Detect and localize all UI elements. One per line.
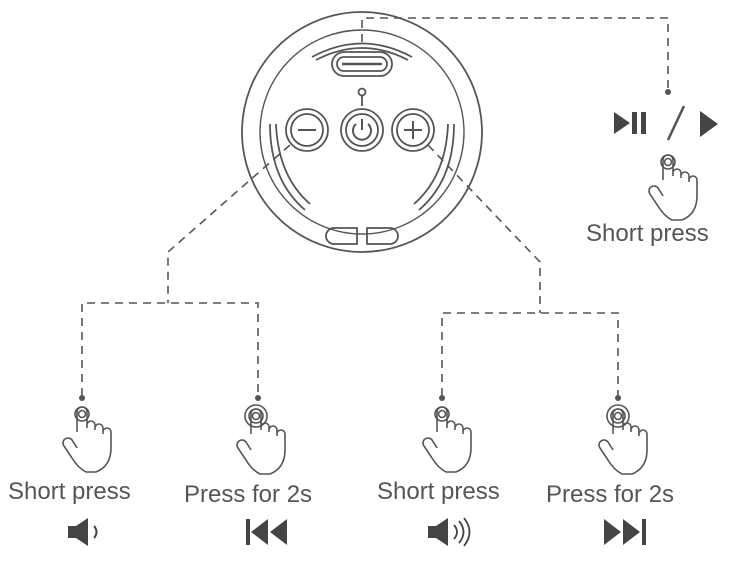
play-bar-icon: [331, 51, 393, 106]
top-short-press-label: Short press: [586, 220, 709, 247]
connector-right: [427, 144, 619, 396]
device-outer-ring: [241, 11, 483, 253]
right-band: [413, 123, 455, 211]
vol-up-short-press-label: Short press: [377, 478, 500, 505]
plus-button-icon: [391, 108, 435, 152]
hold-hand-icon-previous: [236, 404, 286, 475]
next-press-2s-label: Press for 2s: [546, 481, 675, 508]
previous-press-2s-label: Press for 2s: [184, 481, 313, 508]
connector-top: [361, 17, 669, 92]
hold-hand-icon-next: [598, 404, 648, 475]
volume-up-icon: [428, 517, 471, 547]
speaker-device: [241, 11, 483, 253]
previous-track-icon: [246, 519, 287, 545]
tap-hand-icon-vol-up: [422, 406, 472, 473]
vol-down-short-press-label: Short press: [8, 478, 131, 505]
bottom-pads: [325, 227, 399, 245]
connector-lines: [81, 17, 669, 396]
tap-hand-icon-top: [648, 154, 698, 221]
power-button-icon: [340, 108, 384, 152]
top-arc-band: [311, 42, 413, 61]
connector-dots: [79, 89, 671, 401]
tap-hand-icon-vol-down: [62, 406, 112, 473]
next-track-icon: [604, 519, 646, 545]
device-inner-ring: [259, 29, 465, 235]
left-band: [269, 123, 311, 211]
volume-down-icon: [68, 518, 98, 546]
minus-button-icon: [285, 108, 329, 152]
play-pause-icon: [614, 105, 718, 141]
connector-left: [81, 144, 291, 396]
